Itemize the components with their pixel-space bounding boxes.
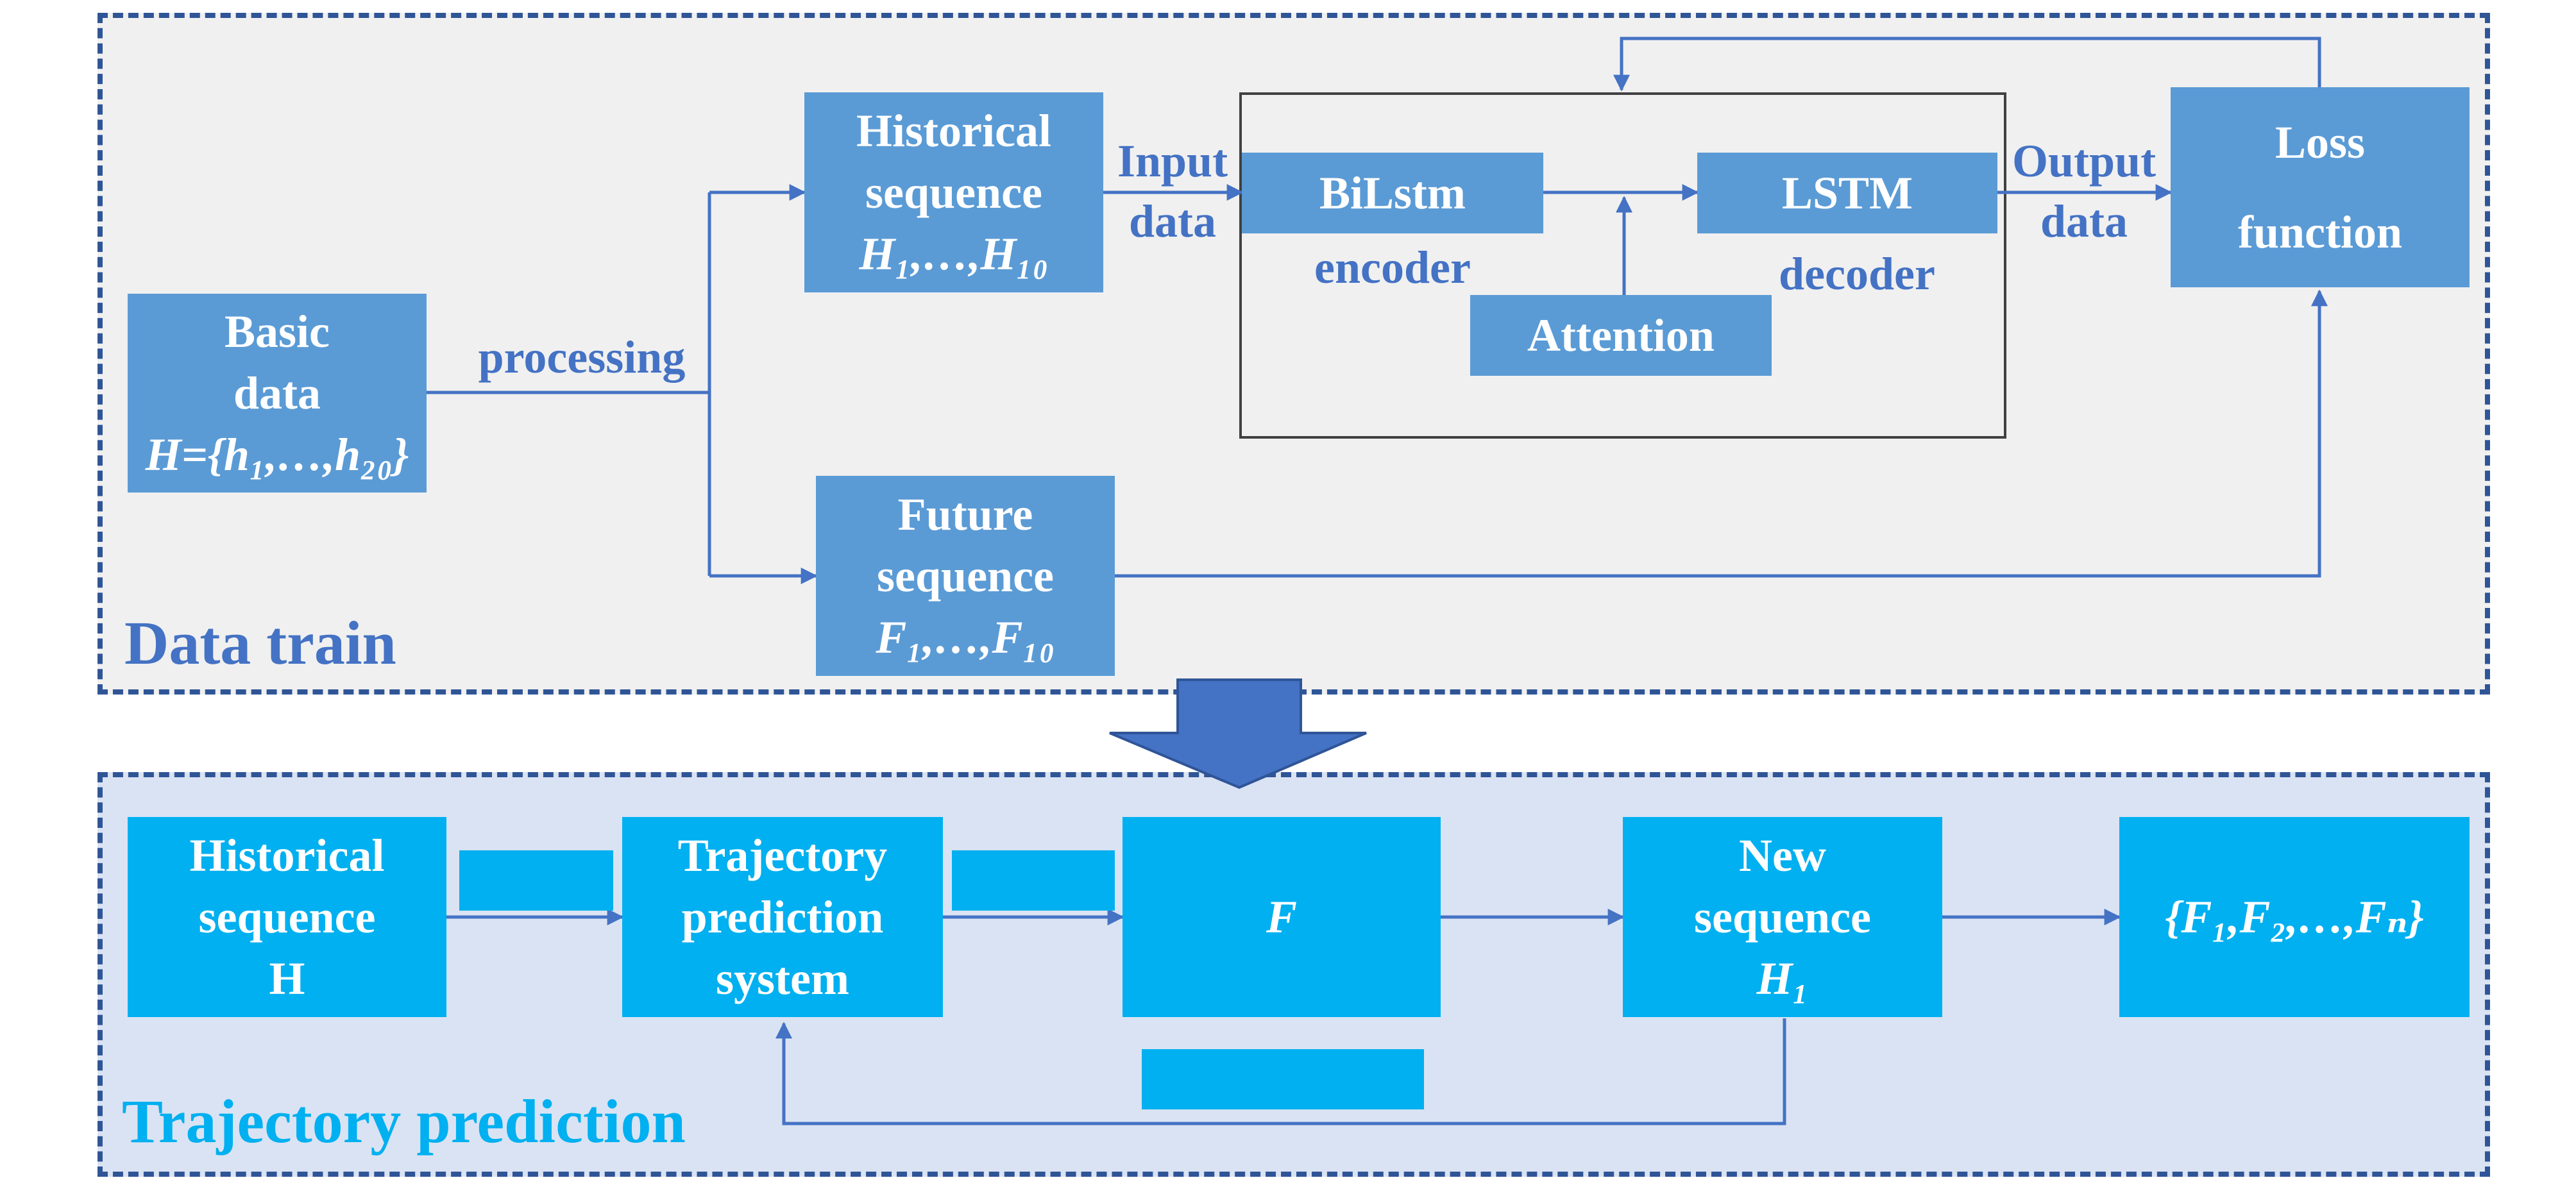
- system-line3: system: [716, 953, 849, 1004]
- system-line1: Trajectory: [677, 830, 888, 881]
- basic-data-formula: H={h₁,…,h₂₀}: [145, 429, 409, 480]
- system-line2: prediction: [681, 891, 884, 943]
- processing-label: processing: [478, 332, 686, 383]
- future-line2: sequence: [877, 550, 1054, 602]
- attention-label: Attention: [1527, 310, 1715, 361]
- input-data-label: Input data: [1103, 131, 1242, 251]
- data-train-panel: [97, 13, 2490, 695]
- result-box: {F₁,F₂,…,Fₙ}: [2119, 817, 2470, 1017]
- lstm-box: LSTM: [1697, 153, 1997, 233]
- trajectory-prediction-title: Trajectory prediction: [122, 1087, 686, 1156]
- input-data-line1: Input: [1117, 135, 1228, 187]
- pred-historical-box: Historical sequence H: [128, 817, 446, 1017]
- output-data-label: Output data: [1997, 131, 2171, 251]
- loss-line1: Loss: [2275, 117, 2366, 168]
- historical-sequence-box: Historical sequence H₁,…,H₁₀: [804, 92, 1103, 292]
- n-times-n: N: [1208, 1054, 1242, 1105]
- basic-data-line2: data: [233, 367, 321, 419]
- result-label: {F₁,F₂,…,Fₙ}: [2165, 891, 2424, 943]
- output-data-line1: Output: [2012, 135, 2157, 187]
- new-seq-line3: H₁: [1756, 953, 1809, 1004]
- arrow-future-to-loss: [1115, 289, 2328, 578]
- n-times-label: N times: [1142, 1049, 1424, 1109]
- trajectory-system-box: Trajectory prediction system: [622, 817, 943, 1017]
- data-train-title: Data train: [124, 609, 396, 677]
- historical-line1: Historical: [856, 105, 1051, 156]
- decoder-label: decoder: [1779, 248, 1935, 299]
- new-seq-line1: New: [1739, 830, 1826, 881]
- attention-box: Attention: [1470, 295, 1772, 376]
- f-box-label: F: [1266, 891, 1298, 943]
- lstm-label: LSTM: [1781, 167, 1913, 219]
- input-data-line2: data: [1128, 196, 1217, 247]
- output-label: output: [952, 850, 1115, 911]
- basic-data-box: Basic data H={h₁,…,h₂₀}: [128, 294, 427, 493]
- big-down-arrow: [1109, 678, 1367, 789]
- f-box: F: [1123, 817, 1441, 1017]
- future-line1: Future: [897, 489, 1033, 540]
- loss-function-box: Loss function: [2171, 87, 2470, 287]
- future-formula: F₁,…,F₁₀: [876, 612, 1055, 663]
- new-sequence-box: New sequence H₁: [1623, 817, 1942, 1017]
- future-sequence-box: Future sequence F₁,…,F₁₀: [816, 476, 1115, 676]
- arrow-loop-back: [775, 1018, 1786, 1125]
- encoder-decoder-frame: [1239, 92, 2006, 439]
- encoder-label: encoder: [1314, 242, 1471, 293]
- bilstm-box: BiLstm: [1242, 153, 1543, 233]
- pred-historical-line3: H: [269, 953, 305, 1004]
- bilstm-label: BiLstm: [1319, 167, 1466, 219]
- pred-historical-line1: Historical: [189, 830, 385, 881]
- historical-formula: H₁,…,H₁₀: [859, 228, 1049, 280]
- input-label: input: [459, 850, 613, 911]
- pred-historical-line2: sequence: [198, 891, 376, 943]
- historical-line2: sequence: [865, 167, 1042, 218]
- basic-data-line1: Basic: [224, 306, 330, 357]
- n-times-rest: times: [1241, 1054, 1358, 1105]
- output-data-line2: data: [2040, 196, 2128, 247]
- loss-line2: function: [2237, 206, 2403, 258]
- new-seq-line2: sequence: [1694, 891, 1871, 943]
- arrow-loss-feedback: [1613, 37, 2321, 92]
